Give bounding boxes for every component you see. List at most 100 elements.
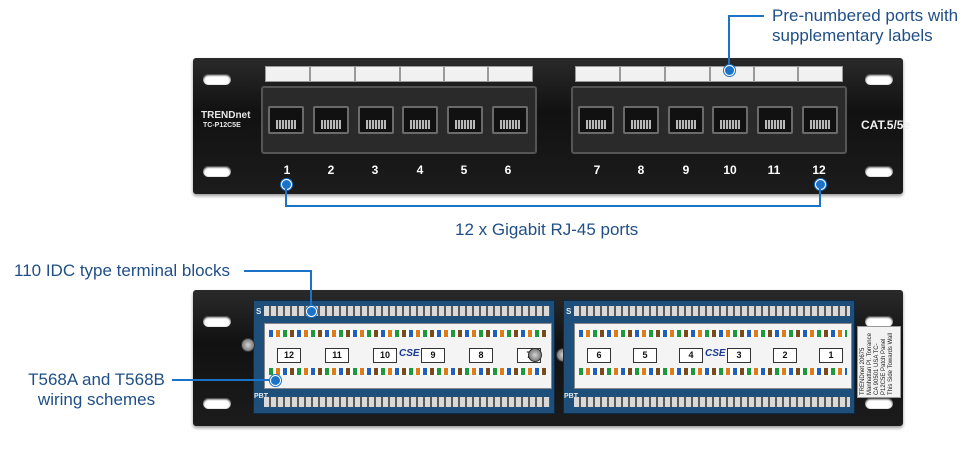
block-number: 2 (773, 348, 797, 363)
callout-gigabit-ports: 12 x Gigabit RJ-45 ports (455, 220, 639, 239)
callout-line-prenumbered-h (728, 15, 764, 17)
block-number: 5 (633, 348, 657, 363)
callout-prenumbered-line2: supplementary labels (772, 26, 933, 45)
port-number: 4 (416, 163, 424, 177)
rj45-port-7[interactable] (578, 106, 614, 134)
block-number: 1 (819, 348, 843, 363)
block-number: 6 (587, 348, 611, 363)
callout-line-prenumbered-v (728, 15, 730, 69)
callout-line-idc-v (310, 270, 312, 310)
terminal-face-right: 6 5 4 CSE 3 2 1 (574, 323, 852, 389)
rj45-port-2[interactable] (313, 106, 349, 134)
rj45-port-12[interactable] (802, 106, 838, 134)
screw-center-left (528, 348, 542, 362)
block-number: 12 (277, 348, 301, 363)
idc-block-top-left (264, 306, 550, 316)
port-number: 6 (504, 163, 512, 177)
pcb-left: S PBT 12 11 10 CSE 9 8 7 (253, 300, 555, 414)
callout-wiring: T568A and T568B wiring schemes (14, 370, 179, 410)
brand-logo: TRENDnet (201, 110, 251, 121)
callout-dot-idc (306, 306, 317, 317)
callout-prenumbered-line1: Pre-numbered ports with (772, 6, 959, 25)
port-label-cell (620, 66, 665, 82)
port-label-cell (400, 66, 444, 82)
port-number: 1 (283, 163, 291, 177)
callout-prenumbered: Pre-numbered ports with supplementary la… (772, 6, 972, 46)
bracket-left (285, 184, 287, 206)
label-strip-left (265, 66, 533, 82)
port-number: 2 (327, 163, 335, 177)
port-number: 7 (593, 163, 601, 177)
block-number: 11 (325, 348, 349, 363)
jack-group-left (261, 86, 537, 154)
callout-line-wiring (172, 379, 272, 381)
mount-slot-bottom-left (203, 398, 231, 409)
callout-line-idc-h (244, 270, 312, 272)
mount-slot-bottom-right (865, 166, 893, 177)
callout-wiring-line2: wiring schemes (37, 390, 156, 409)
mount-slot-top-left (203, 316, 231, 327)
pcb-side-label-bottom: PBT (564, 393, 578, 400)
block-number: 8 (469, 348, 493, 363)
rj45-port-9[interactable] (668, 106, 704, 134)
port-label-cell (665, 66, 710, 82)
bracket-right (819, 184, 821, 206)
wire-color-row (579, 368, 847, 375)
wire-color-row (269, 330, 547, 337)
mount-slot-bottom-right (865, 398, 893, 409)
mount-slot-top-right (865, 74, 893, 85)
port-label-cell (575, 66, 620, 82)
screw-left-top (241, 338, 255, 352)
port-label-cell (310, 66, 355, 82)
idc-block-bottom-right (574, 397, 850, 407)
front-patch-panel: TRENDnet TC-P12C5E CAT.5/5e 1 2 3 (193, 58, 910, 194)
wire-color-row (269, 368, 547, 375)
block-number: 3 (727, 348, 751, 363)
callout-dot-prenumbered (724, 65, 735, 76)
idc-block-top-right (574, 306, 850, 316)
mount-slot-bottom-left (203, 166, 231, 177)
pcb-side-label-bottom: PBT (254, 393, 268, 400)
category-label: CAT.5/5e (861, 118, 911, 132)
bracket-bottom (285, 205, 821, 207)
callout-idc-blocks: 110 IDC type terminal blocks (14, 261, 231, 280)
label-strip-right (575, 66, 843, 82)
port-number: 8 (637, 163, 645, 177)
pcb-right: S PBT 6 5 4 CSE 3 2 1 (563, 300, 855, 414)
port-number: 10 (723, 163, 737, 177)
rj45-port-11[interactable] (757, 106, 793, 134)
port-number: 3 (371, 163, 379, 177)
rear-patch-panel: S PBT 12 11 10 CSE 9 8 7 S PBT 6 5 4 CSE (193, 290, 903, 426)
rj45-port-10[interactable] (712, 106, 748, 134)
port-label-cell (754, 66, 798, 82)
port-label-cell (798, 66, 843, 82)
model-label: TC-P12C5E (203, 122, 241, 129)
rj45-port-5[interactable] (447, 106, 483, 134)
port-label-cell (265, 66, 310, 82)
mount-slot-top-right (865, 316, 893, 327)
port-number: 12 (812, 163, 826, 177)
port-label-cell (488, 66, 533, 82)
rj45-port-1[interactable] (268, 106, 304, 134)
idc-block-bottom-left (264, 397, 550, 407)
port-label-cell (444, 66, 488, 82)
wire-color-row (579, 330, 847, 337)
terminal-face-left: 12 11 10 CSE 9 8 7 (264, 323, 552, 389)
callout-dot-wiring (270, 375, 281, 386)
jack-group-right (571, 86, 847, 154)
port-number: 11 (767, 163, 781, 177)
block-number: 9 (421, 348, 445, 363)
rj45-port-8[interactable] (623, 106, 659, 134)
port-label-cell (355, 66, 400, 82)
port-number: 5 (460, 163, 468, 177)
mount-slot-top-left (203, 74, 231, 85)
rj45-port-6[interactable] (492, 106, 528, 134)
rj45-port-4[interactable] (402, 106, 438, 134)
callout-wiring-line1: T568A and T568B (28, 370, 165, 389)
rj45-port-3[interactable] (358, 106, 394, 134)
cse-logo: CSE (705, 348, 726, 359)
cse-logo: CSE (399, 348, 420, 359)
port-number: 9 (682, 163, 690, 177)
block-number: 4 (679, 348, 703, 363)
product-sticker: TRENDnet 20675 Manhattan Pl. Torrance CA… (857, 326, 901, 398)
